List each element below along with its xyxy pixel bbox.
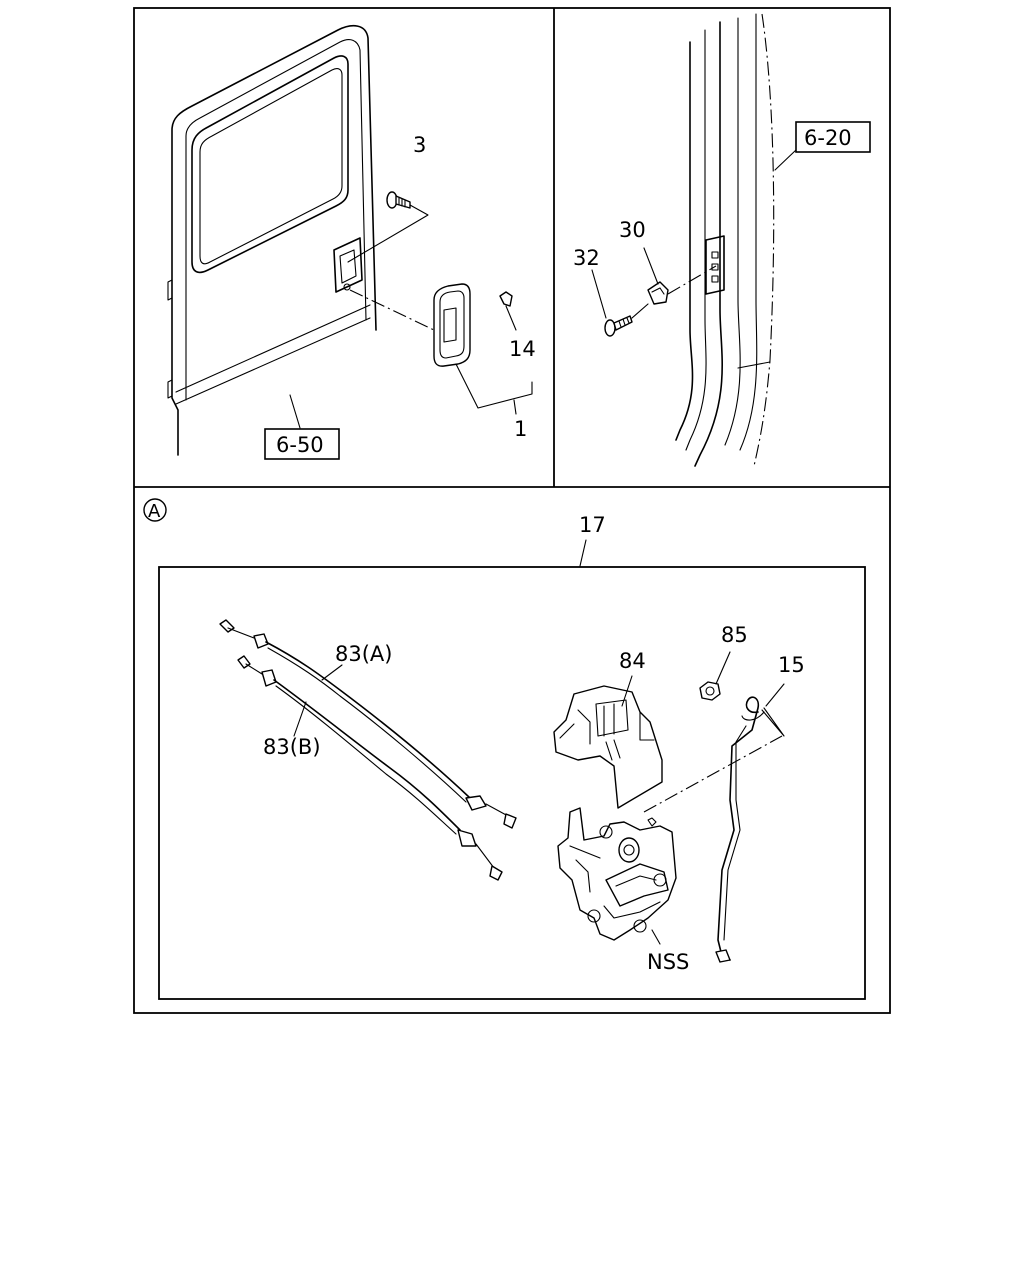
view-a-label: A [148, 501, 161, 522]
door-panel-illustration [167, 24, 377, 456]
screw-part-3 [347, 191, 429, 263]
callout-labels: 3 14 1 6-50 6-20 30 32 A 17 83(A) 83(B) … [143, 121, 871, 974]
lock-mechanism-nss [557, 735, 783, 945]
label-17: 17 [579, 513, 606, 537]
ref-label-6-50: 6-50 [276, 433, 324, 457]
panel-frames [133, 7, 891, 1014]
label-84: 84 [619, 649, 646, 673]
label-3: 3 [413, 133, 426, 157]
outside-handle-part-1 [349, 283, 471, 367]
label-1: 1 [514, 417, 527, 441]
label-14: 14 [509, 337, 536, 361]
ref-label-6-20: 6-20 [804, 126, 852, 150]
label-30: 30 [619, 218, 646, 242]
bolt-part-32 [591, 269, 649, 337]
view-a-circle [143, 498, 167, 522]
detail-box [158, 566, 866, 1000]
lock-cover-part-84 [553, 675, 663, 809]
label-83a: 83(A) [335, 642, 392, 666]
label-nss: NSS [647, 950, 689, 974]
striker-part-30 [643, 247, 717, 305]
label-15: 15 [778, 653, 805, 677]
ref-box-6-50 [264, 428, 340, 460]
label-83b: 83(B) [263, 735, 321, 759]
cable-part-83a [219, 619, 517, 829]
label-85: 85 [721, 623, 748, 647]
label-32: 32 [573, 246, 600, 270]
door-frame-illustration [675, 13, 775, 467]
clip-part-14 [499, 291, 517, 331]
nut-part-85 [699, 651, 731, 701]
cable-part-83b [237, 655, 503, 881]
ref-box-6-20 [795, 121, 871, 153]
rod-part-15 [715, 683, 785, 963]
